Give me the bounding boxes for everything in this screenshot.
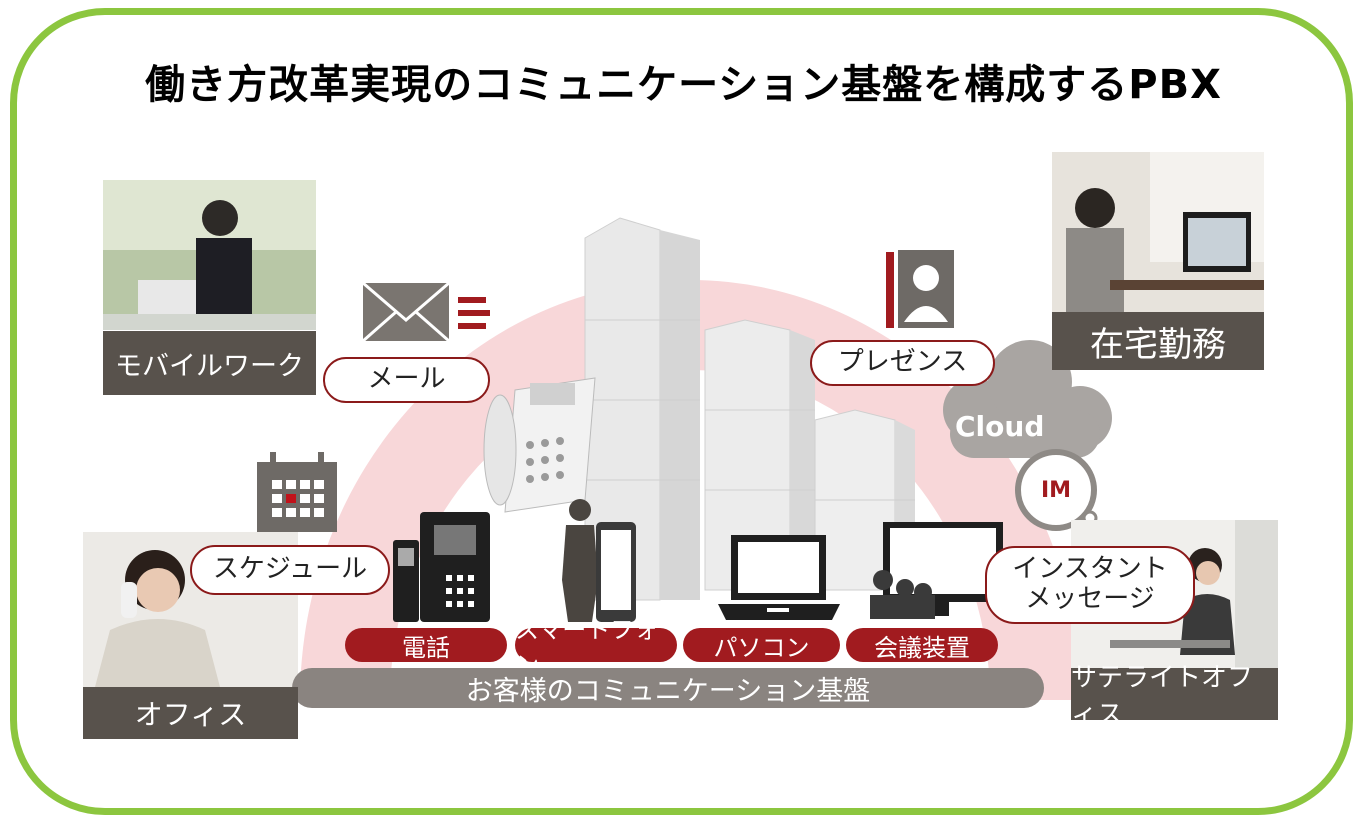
cloud-label: Cloud [955,410,1045,443]
feature-presence: プレゼンス [810,340,995,386]
cloud-icon [943,340,1112,458]
server-mid-icon [704,319,815,591]
label-mobile-work: モバイルワーク [103,331,316,395]
device-tag-phone: 電話 [345,628,507,662]
phone-handset-icon [393,512,490,622]
feature-schedule: スケジュール [190,545,390,595]
home-work-photo [1052,152,1264,312]
calendar-icon [257,452,337,532]
instant-line2: メッセージ [1025,584,1155,614]
device-tag-smartphone: スマートフォン [515,616,677,679]
pc-icon [718,535,840,620]
server-tall-icon [584,217,700,601]
im-label: IM [1040,478,1072,503]
label-satellite-office: サテライトオフィス [1071,663,1278,730]
communication-base-bar: お客様のコミュニケーション基盤 [292,668,1044,708]
ip-phone-icon [483,377,596,513]
label-office: オフィス [83,687,298,739]
feature-instant-message: インスタント メッセージ [985,546,1195,624]
presence-icon [886,250,954,328]
instant-line1: インスタント [1012,554,1168,585]
mobile-work-photo [103,180,316,330]
smartphone-icon [562,499,636,622]
label-home-work: 在宅勤務 [1052,312,1264,370]
conference-equipment-icon [870,522,1003,619]
mail-icon [362,281,490,343]
device-tag-conference: 会議装置 [846,628,998,662]
page-title: 働き方改革実現のコミュニケーション基盤を構成するPBX [145,62,1222,108]
feature-mail: メール [323,357,490,403]
im-bubble-icon [1015,449,1098,531]
device-tag-pc: パソコン [683,628,840,662]
